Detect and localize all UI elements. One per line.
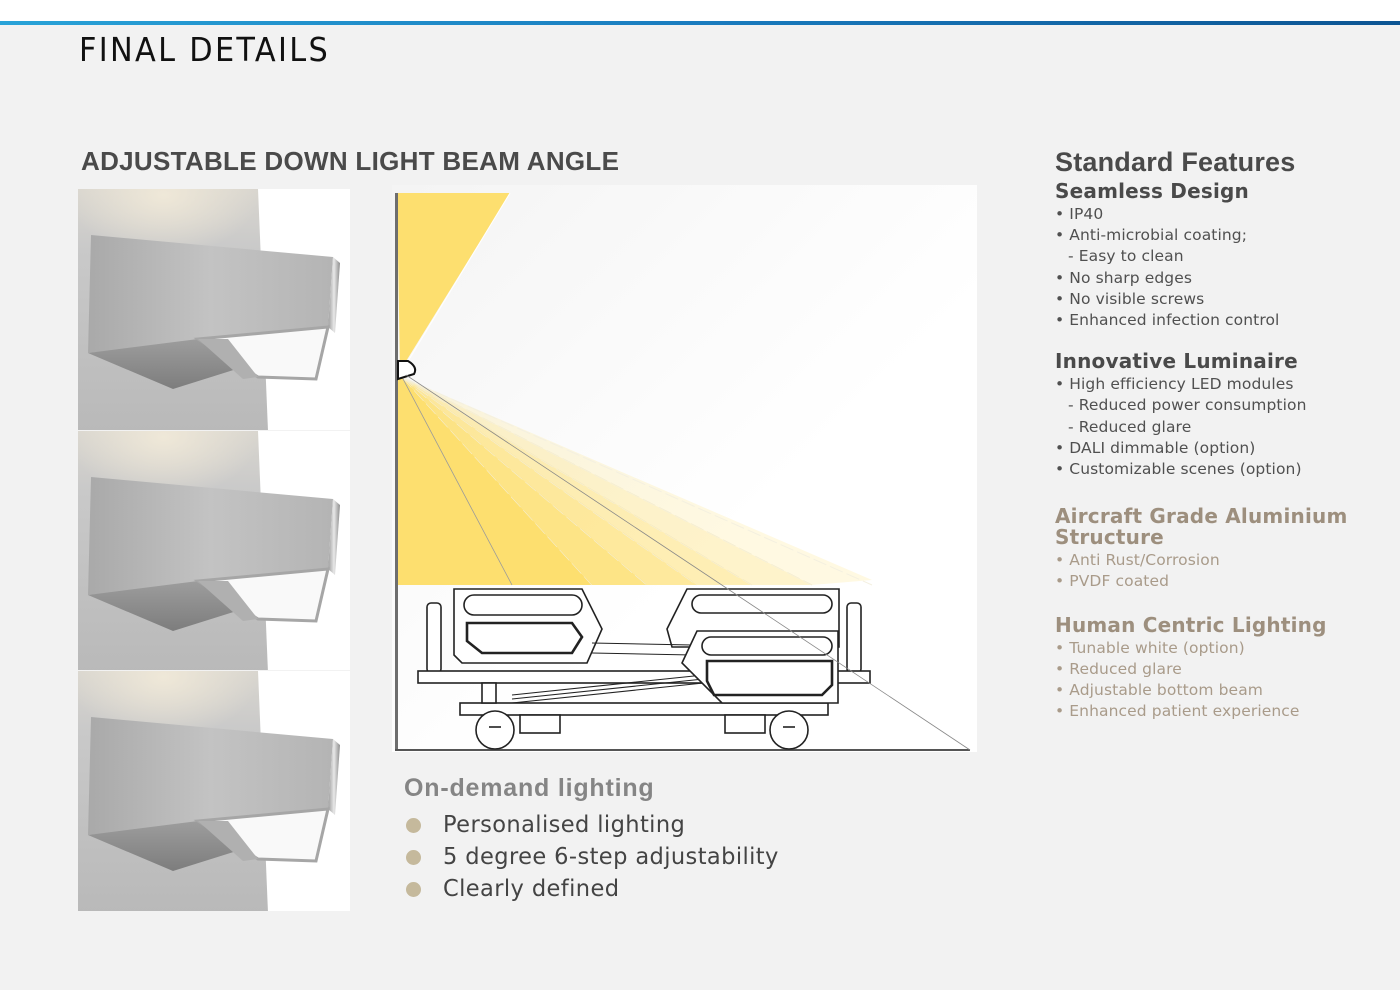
down-light-beams (397, 376, 873, 586)
hospital-bed-drawing (417, 588, 871, 750)
feature-group-title: Innovative Luminaire (1055, 349, 1298, 374)
on-demand-item: 5 degree 6-step adjustability (406, 841, 786, 873)
feature-item: • Customizable scenes (option) (1055, 460, 1302, 479)
feature-item: • PVDF coated (1055, 572, 1170, 591)
feature-item: • Anti Rust/Corrosion (1055, 551, 1220, 570)
top-margin (0, 0, 1400, 21)
wall-line (395, 193, 398, 751)
luminaire-marker (397, 360, 417, 381)
bullet-dot-icon (406, 881, 421, 897)
feature-sub-item: - Reduced power consumption (1068, 396, 1307, 415)
feature-group-title: Human Centric Lighting (1055, 612, 1327, 637)
features-title: Standard Features (1055, 147, 1296, 177)
feature-item: • Tunable white (option) (1055, 638, 1245, 657)
on-demand-item-text: Personalised lighting (443, 812, 686, 838)
feature-group-title: Aircraft Grade Aluminium Structure (1055, 504, 1348, 550)
luminaire-image (78, 431, 340, 670)
feature-list: • IP40 • Anti-microbial coating; - Easy to… (1055, 204, 1385, 331)
section-heading: ADJUSTABLE DOWN LIGHT BEAM ANGLE (81, 146, 620, 176)
beam-step-line (401, 376, 813, 586)
luminaire-image (78, 671, 340, 911)
feature-sub-item: - Easy to clean (1068, 247, 1184, 266)
luminaire-render-1 (78, 189, 350, 430)
feature-item: • High efficiency LED modules (1055, 375, 1294, 394)
feature-item: • DALI dimmable (option) (1055, 438, 1256, 457)
feature-item: • IP40 (1055, 205, 1104, 223)
feature-list: • High efficiency LED modules - Reduced p… (1055, 374, 1385, 480)
feature-item: • Anti-microbial coating; (1055, 226, 1248, 245)
on-demand-item: Clearly defined (406, 873, 786, 905)
feature-item: • Enhanced patient experience (1055, 702, 1300, 721)
on-demand-item-text: 5 degree 6-step adjustability (443, 844, 779, 870)
bullet-dot-icon (406, 817, 421, 833)
beam-step-line (401, 376, 873, 586)
luminaire-image (78, 189, 340, 430)
feature-item: • Reduced glare (1055, 659, 1182, 678)
on-demand-list: Personalised lighting 5 degree 6-step ad… (406, 809, 786, 905)
feature-group-title: Seamless Design (1055, 179, 1249, 203)
feature-group: Aircraft Grade Aluminium Structure• Anti… (1055, 506, 1385, 592)
on-demand-item-text: Clearly defined (443, 876, 620, 902)
standard-features: Standard Features Seamless Design• IP40•… (1055, 146, 1385, 722)
luminaire-render-3 (78, 671, 350, 911)
bullet-dot-icon (406, 849, 421, 865)
feature-item: • No visible screws (1055, 289, 1205, 308)
header-rule (0, 21, 1400, 25)
beam-inner-edge (401, 376, 513, 586)
on-demand-item: Personalised lighting (406, 809, 786, 841)
outer-beam-edge (405, 374, 971, 751)
beam-step-line (401, 376, 593, 586)
feature-sub-item: - Reduced glare (1068, 417, 1192, 436)
feature-list: • Anti Rust/Corrosion • PVDF coated (1055, 550, 1385, 592)
feature-item: • No sharp edges (1055, 268, 1193, 287)
down-beam-base (397, 377, 512, 585)
feature-group: Human Centric Lighting• Tunable white (o… (1055, 612, 1385, 723)
feature-group: Seamless Design • IP40 • Anti-microbial co… (1055, 181, 1385, 331)
feature-list: • Tunable white (option) • Reduced glare •… (1055, 638, 1385, 723)
beam-angle-diagram (392, 185, 977, 752)
page-title: FINAL DETAILS (79, 30, 331, 69)
on-demand-title: On-demand lighting (404, 774, 655, 802)
up-light-beam (397, 193, 510, 371)
feature-item: • Enhanced infection control (1055, 311, 1280, 330)
luminaire-render-2 (78, 431, 350, 670)
beam-step-line (401, 376, 753, 586)
feature-group: Innovative Luminaire• High efficiency LE… (1055, 351, 1385, 480)
feature-item: • Adjustable bottom beam (1055, 681, 1263, 700)
